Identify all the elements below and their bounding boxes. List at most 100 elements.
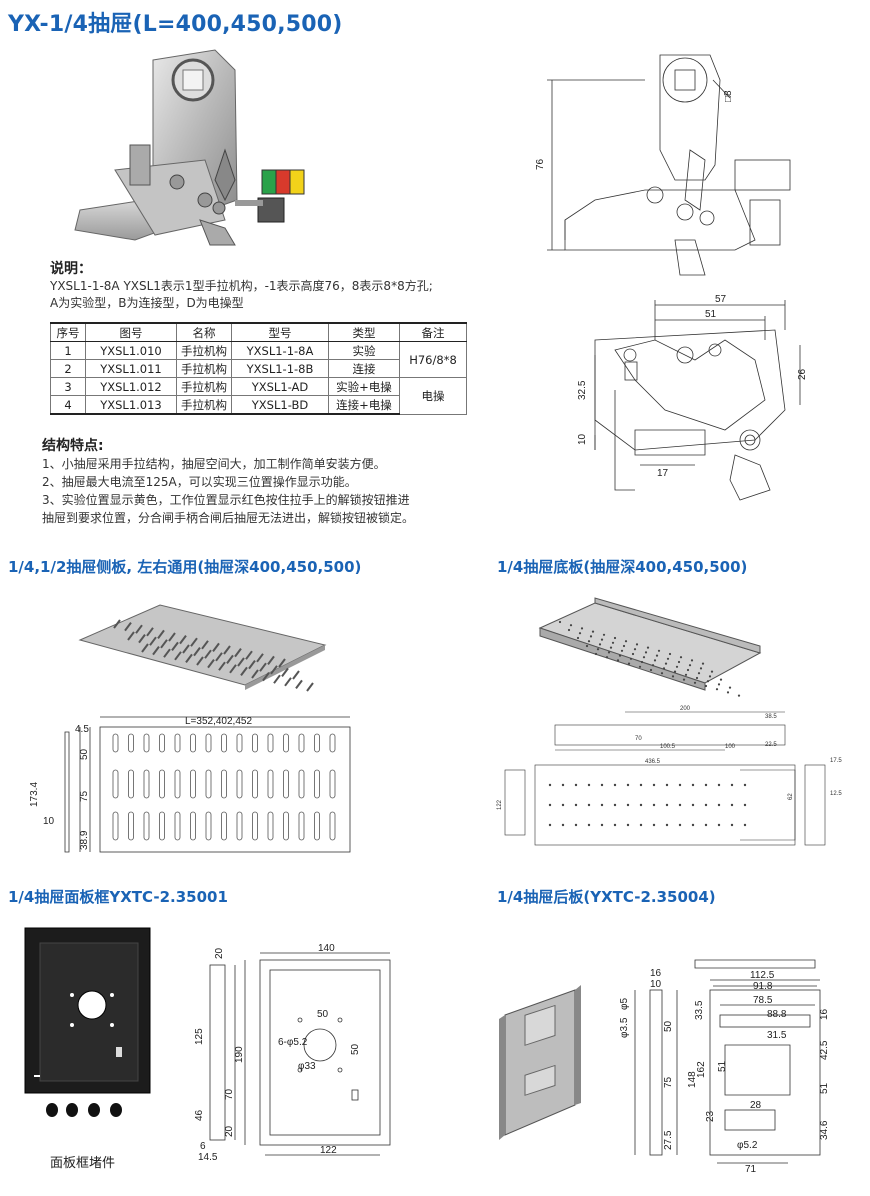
panel-slot [306,682,314,692]
plate-hole [642,656,646,659]
dim-10: 10 [577,433,588,445]
plate-hole [719,678,723,681]
plate-hole [737,694,741,697]
plate-hole [616,659,620,662]
plate-hole [682,678,686,681]
plate-hole [580,627,584,630]
plate-hole [684,673,688,676]
panel-slot [112,733,119,753]
panel-slot [190,769,196,799]
plate-hole [587,783,591,787]
table-cell: 3 [50,377,86,396]
panel-slot [259,662,267,672]
plate-hole [726,691,730,694]
plate-hole [626,823,630,827]
panel-slot [283,769,289,799]
panel-slot [234,647,242,658]
plate-hole [600,803,604,807]
face-frame-photo [24,927,151,1094]
plate-hole [646,646,650,649]
plate-hole [675,665,679,668]
panel-slot [160,639,168,649]
dim-bt-200: 200 [680,706,691,712]
plate-hole [589,635,593,638]
plate-hole [686,668,690,672]
table-header: 型号 [231,322,329,342]
panel-slot [163,648,171,658]
table-cell: YXSL1.013 [85,395,177,415]
panel-slot [159,811,165,841]
panel-slot [329,769,336,799]
face-frame-plugs [46,1103,122,1117]
panel-slot [237,657,245,667]
table-cell: 连接+电操 [328,395,400,415]
panel-slot [143,733,150,753]
panel-slot [190,637,198,647]
table-cell: 实验 [328,341,400,360]
table-header: 图号 [85,322,177,342]
panel-slot [143,811,150,841]
panel-slot [215,652,223,662]
plate-hole [677,660,681,664]
dim-bt-436-5: 436.5 [645,759,661,765]
dim-bt-17-5: 17.5 [830,758,842,764]
plate-hole [609,646,613,649]
feature-line-1: 1、小抽屉采用手拉结构，抽屉空间大，加工制作简单安装方便。 [42,457,386,471]
panel-slot [251,669,259,679]
table-cell: YXSL1-AD [231,377,329,396]
panel-slot [128,733,134,753]
panel-slot [135,624,143,634]
back-plate-drawing: 16 10 112.5 91.8 78.5 88.8 31.5 16 33.5 … [619,959,830,1175]
plate-hole [704,783,708,787]
panel-slot [221,811,227,841]
plate-hole [626,783,630,787]
plate-hole [548,803,552,807]
mechanism-top-drawing: 57 51 26 32.5 10 17 [577,294,808,501]
dim-side-4-5: 4.5 [75,724,89,735]
plate-hole [653,659,657,662]
dim-bp-91-8: 91.8 [753,981,773,992]
dim-bp-88-8: 88.8 [767,1009,787,1020]
plate-hole [695,676,699,680]
table-cell: 实验+电操 [328,377,400,396]
panel-slot [273,674,281,684]
dim-bp-51a: 51 [717,1060,728,1072]
panel-slot [267,769,274,799]
description-line-1: YXSL1-1-8A YXSL1表示1型手拉机构，-1表示高度76，8表示8*8… [50,279,433,293]
panel-slot [128,769,134,799]
table-cell: 手拉机构 [176,359,232,378]
dim-bp-51b: 51 [819,1082,830,1094]
panel-slot [283,733,289,753]
plate-hole [598,643,602,646]
panel-slot [226,654,234,665]
plate-hole [578,632,582,635]
section-side-panel: 1/4,1/2抽屉侧板, 左右通用(抽屉深400,450,500) [8,558,362,576]
plate-hole [567,628,571,632]
panel-slot [221,769,227,799]
dim-17: 17 [657,468,669,479]
panel-slot [236,769,243,799]
panel-slot [174,769,181,799]
panel-slot [205,769,212,799]
plate-hole [613,823,617,827]
dim-ff-125: 125 [194,1028,205,1045]
dim-bp-23: 23 [705,1110,716,1122]
panel-slot [218,661,226,671]
plate-hole [652,783,656,787]
plate-hole [620,649,624,652]
panel-slot [252,769,258,799]
table-row: 1 YXSL1.010 手拉机构 YXSL1-1-8A 实验 H76/8*8 [50,341,467,378]
panel-slot [174,733,181,753]
dim-bt-122: 122 [497,799,503,810]
plate-hole [715,688,719,691]
plate-hole [730,823,734,827]
panel-slot [113,619,121,629]
panel-slot [329,733,336,753]
plate-hole [602,633,606,636]
panel-slot [146,627,154,637]
dim-bp-75: 75 [663,1076,674,1088]
panel-slot [171,641,179,652]
plate-hole [655,654,659,657]
plate-hole [717,683,721,686]
dim-ff-20a: 20 [214,947,225,959]
